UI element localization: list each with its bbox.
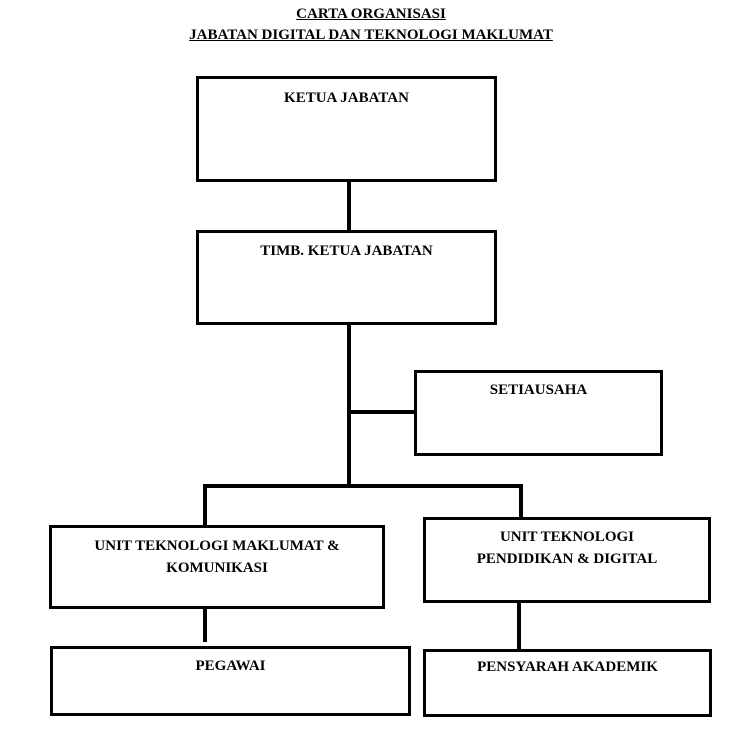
box-pensyarah-akademik: PENSYARAH AKADEMIK: [423, 649, 712, 717]
box-unit-teknologi-maklumat: UNIT TEKNOLOGI MAKLUMAT & KOMUNIKASI: [49, 525, 385, 609]
box-timb-ketua-jabatan: TIMB. KETUA JABATAN: [196, 230, 497, 325]
box-setiausaha: SETIAUSAHA: [414, 370, 663, 456]
connector-tmk-pegawai: [203, 607, 207, 642]
box-pegawai-label: PEGAWAI: [195, 658, 266, 674]
connector-setiausaha: [349, 410, 417, 414]
connector-horizontal-units: [203, 484, 523, 488]
box-unit-teknologi-pendidikan: UNIT TEKNOLOGI PENDIDIKAN & DIGITAL: [423, 517, 711, 603]
box-unit-tpd-label-1: UNIT TEKNOLOGI: [499, 529, 635, 545]
box-setiausaha-label: SETIAUSAHA: [489, 382, 588, 398]
connector-unit-tmk: [203, 484, 207, 528]
connector-ketua-timb: [347, 180, 351, 232]
box-pegawai: PEGAWAI: [50, 646, 411, 716]
box-unit-tmk-label-1: UNIT TEKNOLOGI MAKLUMAT &: [94, 538, 340, 554]
chart-title: CARTA ORGANISASI: [296, 6, 446, 22]
department-title: JABATAN DIGITAL DAN TEKNOLOGI MAKLUMAT: [189, 27, 553, 43]
connector-unit-tpd: [519, 484, 523, 520]
connector-tpd-pensyarah: [517, 601, 521, 651]
box-timb-ketua-jabatan-label: TIMB. KETUA JABATAN: [260, 243, 433, 259]
box-unit-tmk-label-2: KOMUNIKASI: [166, 560, 268, 576]
connector-timb-down: [347, 323, 351, 488]
box-ketua-jabatan: KETUA JABATAN: [196, 76, 497, 182]
box-ketua-jabatan-label: KETUA JABATAN: [284, 90, 409, 106]
box-pensyarah-akademik-label: PENSYARAH AKADEMIK: [477, 659, 658, 675]
box-unit-tpd-label-2: PENDIDIKAN & DIGITAL: [476, 551, 658, 567]
